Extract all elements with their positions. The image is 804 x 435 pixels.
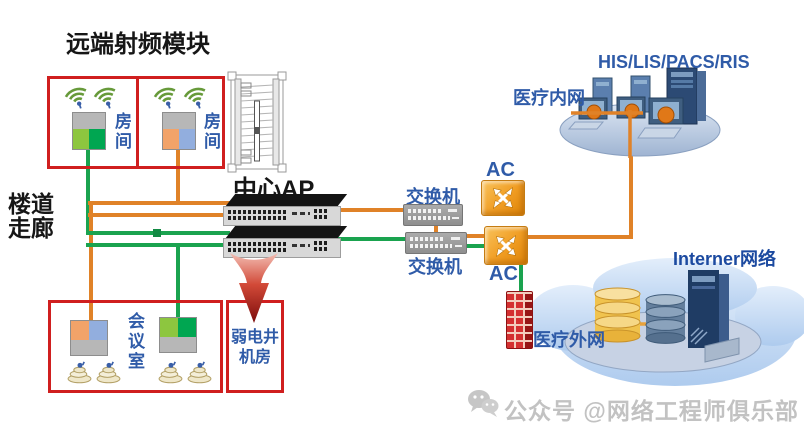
access-switch-1 <box>403 204 463 226</box>
watermark-text: 公众号 @网络工程师俱乐部 <box>504 398 799 424</box>
beacon-icon <box>66 357 93 384</box>
intranet-label: 医疗内网 <box>513 88 585 108</box>
cable-room2-down <box>176 147 180 205</box>
red-down-arrow-icon <box>230 253 278 323</box>
cable-access-to-ac2 <box>459 234 489 238</box>
crossed-arrows-icon <box>490 185 516 211</box>
core-switch-2 <box>219 225 349 258</box>
internet-cloud <box>527 258 804 386</box>
cable-sw1-to-access1 <box>336 208 406 212</box>
meeting-rf-module-2 <box>159 317 197 353</box>
port-row <box>228 248 288 252</box>
rf-port-blue <box>179 129 195 149</box>
ac-controller-1 <box>481 180 525 216</box>
intranet-server-cluster <box>559 67 721 158</box>
wifi-icon <box>183 84 209 110</box>
cable-orange-2 <box>88 213 230 217</box>
uplink-ports <box>314 247 328 251</box>
rf-port-blue <box>89 321 107 340</box>
uplink-ports <box>314 215 328 219</box>
room2-label: 房间 <box>201 112 220 152</box>
cable-access2-to-ac2 <box>463 244 489 248</box>
meeting-rf-module-1 <box>70 320 108 356</box>
meeting-room-zone-box <box>48 300 223 393</box>
wifi-icon <box>153 84 179 110</box>
access-switch2-label: 交换机 <box>408 257 462 277</box>
extranet-label: 医疗外网 <box>533 330 605 350</box>
uplink-ports <box>314 241 328 245</box>
cable-access1-access2 <box>434 221 438 234</box>
port-row <box>292 212 310 215</box>
wechat-icon <box>468 390 499 417</box>
beacon-icon <box>186 357 213 384</box>
port-row <box>228 210 288 214</box>
ac2-label: AC <box>489 263 518 285</box>
corridor-label: 楼道 走廊 <box>8 192 54 240</box>
room1-label: 房间 <box>112 112 131 152</box>
rf-port-green-light <box>73 129 89 149</box>
uplink-ports <box>314 209 328 213</box>
port-row <box>410 237 444 241</box>
shaft-room-label-line1: 弱电井 <box>230 329 279 346</box>
rf-port-green-dark <box>178 318 196 337</box>
status-led <box>452 217 459 219</box>
cable-junction <box>153 229 161 237</box>
room1-rf-module <box>72 112 106 150</box>
ac1-label: AC <box>486 159 515 181</box>
status-led <box>455 245 462 247</box>
rack-elevation-drawing <box>227 71 287 173</box>
intranet-systems-label: HIS/LIS/PACS/RIS <box>598 52 750 72</box>
shaft-room-label: 弱电井 机房 <box>226 328 284 368</box>
wifi-icon <box>64 84 90 110</box>
port-row <box>228 242 288 246</box>
cable-ac2-to-intranet-h <box>523 235 633 239</box>
cable-ac2-to-firewall <box>519 262 523 293</box>
firewall-icon <box>506 291 533 349</box>
rf-port-green-light <box>160 318 178 337</box>
diagram-title: 远端射频模块 <box>66 31 210 58</box>
cable-green-2 <box>86 243 230 247</box>
ac-controller-2 <box>484 226 528 265</box>
room2-rf-module <box>162 112 196 150</box>
status-led <box>448 209 457 212</box>
cable-sw2-to-access2 <box>336 237 408 241</box>
switch-front-panel <box>223 206 341 226</box>
port-row <box>410 244 452 248</box>
rf-port-orange <box>163 129 179 149</box>
port-row <box>292 244 310 247</box>
access-switch-2 <box>405 232 467 254</box>
port-row <box>408 209 442 213</box>
status-led <box>451 237 460 240</box>
switch-front-panel <box>223 238 341 258</box>
cable-ac2-to-intranet-v <box>629 152 633 239</box>
port-row <box>228 216 288 220</box>
cable-room1-down <box>86 147 90 235</box>
beacon-icon <box>95 357 122 384</box>
corridor-label-line2: 走廊 <box>8 215 54 241</box>
cable-riser-green <box>176 243 180 320</box>
port-row <box>408 216 450 220</box>
rf-port-orange <box>71 321 89 340</box>
access-switch1-label: 交换机 <box>406 187 460 207</box>
core-switch-1 <box>219 193 349 226</box>
crossed-arrows-icon <box>493 233 519 259</box>
beacon-icon <box>157 357 184 384</box>
cable-orange-1 <box>88 201 230 205</box>
shaft-room-label-line2: 机房 <box>238 349 271 366</box>
meeting-room-label: 会议室 <box>125 312 144 372</box>
rf-port-green-dark <box>89 129 105 149</box>
corridor-label-line1: 楼道 <box>8 191 54 217</box>
room2-zone-box <box>136 76 225 169</box>
internet-label: Interner网络 <box>673 249 777 269</box>
cable-riser-orange <box>89 201 93 322</box>
wifi-icon <box>93 84 119 110</box>
